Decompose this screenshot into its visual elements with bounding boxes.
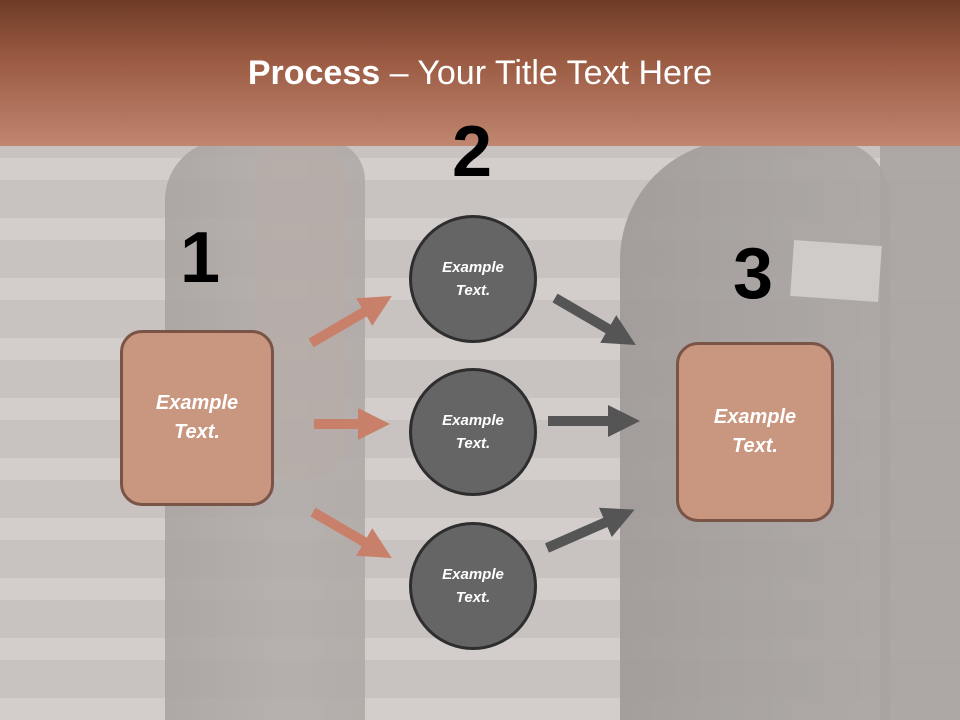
step-number-2: 2: [451, 112, 493, 192]
circle-bottom-label: Example Text.: [442, 566, 504, 606]
arrow-1-to-bottom: [310, 507, 392, 559]
arrow-bottom-to-3: [544, 507, 635, 553]
step-3-label: Example Text.: [713, 406, 797, 457]
step-3-box[interactable]: Example Text.: [676, 342, 834, 522]
step-number-3: 3: [732, 234, 774, 314]
arrow-1-to-top: [308, 295, 392, 348]
page-title-rest: – Your Title Text Here: [380, 54, 713, 92]
circle-middle-label: Example Text.: [442, 412, 504, 452]
page-title-bold: Process: [247, 54, 381, 92]
page-title: Process – Your Title Text Here: [0, 54, 960, 93]
circle-top-label: Example Text.: [442, 259, 504, 299]
step-2-circle-top[interactable]: Example Text.: [409, 215, 537, 343]
step-1-label: Example Text.: [155, 392, 239, 443]
arrow-top-to-3: [552, 293, 636, 346]
background-figure-far: [880, 140, 960, 720]
step-2-circle-bottom[interactable]: Example Text.: [409, 522, 537, 650]
step-2-circle-middle[interactable]: Example Text.: [409, 368, 537, 496]
title-banner: Process – Your Title Text Here: [0, 0, 960, 146]
step-1-box[interactable]: Example Text.: [120, 330, 274, 506]
step-number-1: 1: [179, 218, 221, 298]
